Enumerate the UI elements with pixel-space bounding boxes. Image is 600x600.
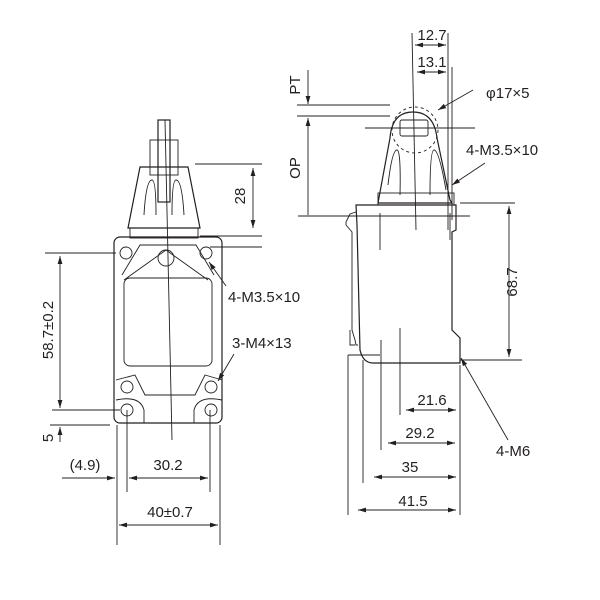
dim-width: 40±0.7 xyxy=(147,504,193,521)
label-m6: 4-M6 xyxy=(496,443,530,460)
front-view: 28 58.7±0.2 5 (4.9) 30.2 40±0.7 4-M3.5×1… xyxy=(40,119,300,545)
dim-68-7: 68.7 xyxy=(504,267,521,296)
dim-offset: (4.9) xyxy=(70,457,101,474)
front-dimensions: 28 58.7±0.2 5 (4.9) 30.2 40±0.7 4-M3.5×1… xyxy=(40,163,300,545)
dim-12-7: 12.7 xyxy=(417,27,446,44)
label-screws-bottom: 3-M4×13 xyxy=(232,335,292,352)
side-view: 12.7 13.1 φ17×5 PT OP 4-M3.5×10 68.7 4-M… xyxy=(287,27,538,515)
side-dimensions: 12.7 13.1 φ17×5 PT OP 4-M3.5×10 68.7 4-M… xyxy=(287,27,538,515)
dim-28: 28 xyxy=(232,188,249,205)
front-actuator xyxy=(127,119,201,239)
dim-5: 5 xyxy=(40,434,57,442)
dim-29-2: 29.2 xyxy=(405,425,434,442)
front-body xyxy=(113,119,223,441)
side-body xyxy=(298,32,475,364)
dim-hole-pitch: 30.2 xyxy=(153,457,182,474)
dim-41-5: 41.5 xyxy=(398,493,427,510)
label-screws-top: 4-M3.5×10 xyxy=(228,289,300,306)
label-screws-side: 4-M3.5×10 xyxy=(466,142,538,159)
dim-35: 35 xyxy=(402,459,419,476)
label-pt: PT xyxy=(287,75,304,94)
label-op: OP xyxy=(287,157,304,179)
side-actuator xyxy=(377,106,455,206)
dim-21-6: 21.6 xyxy=(417,392,446,409)
dim-13-1: 13.1 xyxy=(417,54,446,71)
dim-height: 58.7±0.2 xyxy=(40,301,57,359)
label-roller: φ17×5 xyxy=(486,85,530,102)
